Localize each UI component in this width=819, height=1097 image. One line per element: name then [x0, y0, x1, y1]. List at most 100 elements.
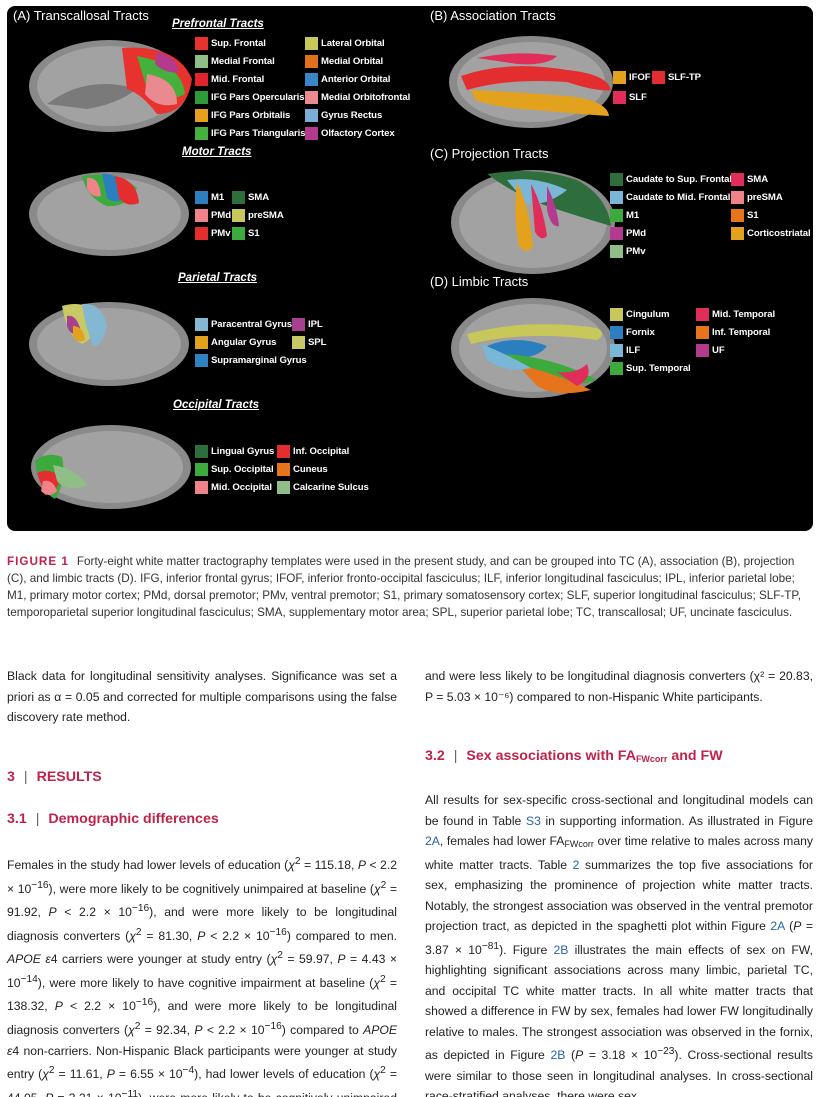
figure-2a-link-2[interactable]: 2A — [770, 919, 785, 933]
legend-item: IPL — [292, 317, 323, 331]
legend-item: UF — [696, 343, 725, 357]
section-3-1-heading: 3.1|Demographic differences — [7, 811, 219, 827]
legend-item: SMA — [731, 172, 768, 186]
legend-item: PMd — [195, 208, 231, 222]
legend-swatch — [195, 108, 208, 122]
legend-item: Fornix — [610, 325, 655, 339]
legend-swatch — [195, 126, 208, 140]
legend-item: PMv — [610, 244, 646, 258]
legend-swatch — [195, 480, 208, 494]
brain-motor — [29, 172, 189, 256]
legend-swatch — [195, 54, 208, 68]
legend-swatch — [305, 126, 318, 140]
legend-swatch — [610, 343, 623, 357]
legend-swatch — [731, 172, 744, 186]
legend-item: Caudate to Sup. Frontal — [610, 172, 732, 186]
legend-swatch — [292, 335, 305, 349]
legend-item: Angular Gyrus — [195, 335, 276, 349]
legend-swatch — [232, 208, 245, 222]
legend-item: IFOF — [613, 70, 651, 84]
legend-item: Cuneus — [277, 462, 328, 476]
brain-prefrontal — [29, 40, 192, 132]
brain-parietal — [29, 302, 189, 386]
table-2-link[interactable]: 2 — [572, 857, 580, 872]
legend-item: Inf. Occipital — [277, 444, 349, 458]
figure-1: (A) Transcallosal Tracts Prefrontal Trac… — [7, 6, 813, 531]
legend-swatch — [696, 307, 709, 321]
legend-swatch — [305, 54, 318, 68]
legend-swatch — [195, 190, 208, 204]
legend-item: IFG Pars Opercularis — [195, 90, 305, 104]
legend-item: M1 — [610, 208, 639, 222]
legend-swatch — [277, 462, 290, 476]
legend-swatch — [195, 335, 208, 349]
legend-item: Lateral Orbital — [305, 36, 385, 50]
legend-swatch — [292, 317, 305, 331]
legend-item: Mid. Occipital — [195, 480, 272, 494]
legend-swatch — [232, 190, 245, 204]
legend-item: SPL — [292, 335, 326, 349]
legend-swatch — [610, 208, 623, 222]
legend-item: Medial Orbitofrontal — [305, 90, 410, 104]
legend-item: PMd — [610, 226, 646, 240]
legend-swatch — [610, 307, 623, 321]
brain-occipital — [31, 425, 191, 509]
legend-swatch — [731, 208, 744, 222]
legend-swatch — [195, 90, 208, 104]
panel-a-label: (A) Transcallosal Tracts — [13, 8, 149, 23]
legend-swatch — [277, 444, 290, 458]
legend-item: Sup. Frontal — [195, 36, 266, 50]
legend-swatch — [731, 226, 744, 240]
table-s3-link[interactable]: S3 — [525, 813, 541, 828]
legend-swatch — [610, 190, 623, 204]
figure-2b-link[interactable]: 2B — [553, 942, 569, 957]
legend-item: Anterior Orbital — [305, 72, 390, 86]
left-intro-paragraph: Black data for longitudinal sensitivity … — [7, 669, 397, 724]
figure-2b-link-2[interactable]: 2B — [550, 1048, 566, 1063]
legend-swatch — [305, 90, 318, 104]
legend-item: Lingual Gyrus — [195, 444, 274, 458]
legend-swatch — [610, 244, 623, 258]
legend-item: Paracentral Gyrus — [195, 317, 292, 331]
motor-subtitle: Motor Tracts — [182, 146, 252, 158]
parietal-subtitle: Parietal Tracts — [178, 272, 258, 284]
legend-item: Inf. Temporal — [696, 325, 770, 339]
figure-2a-link[interactable]: 2A — [425, 834, 440, 848]
legend-item: Medial Orbital — [305, 54, 383, 68]
legend-item: Mid. Temporal — [696, 307, 775, 321]
legend-swatch — [195, 226, 208, 240]
legend-item: preSMA — [731, 190, 783, 204]
legend-swatch — [305, 36, 318, 50]
legend-swatch — [613, 90, 626, 104]
legend-swatch — [277, 480, 290, 494]
sex-associations-paragraph: All results for sex-specific cross-secti… — [425, 793, 813, 1097]
legend-item: IFG Pars Orbitalis — [195, 108, 290, 122]
legend-swatch — [195, 353, 208, 367]
legend-item: Sup. Temporal — [610, 361, 691, 375]
right-intro-paragraph: and were less likely to be longitudinal … — [425, 669, 813, 704]
legend-swatch — [195, 444, 208, 458]
legend-swatch — [305, 108, 318, 122]
panel-b-label: (B) Association Tracts — [430, 8, 556, 23]
legend-item: Medial Frontal — [195, 54, 275, 68]
legend-swatch — [305, 72, 318, 86]
legend-swatch — [195, 36, 208, 50]
legend-item: Corticostriatal — [731, 226, 811, 240]
demographics-paragraph: Females in the study had lower levels of… — [7, 856, 397, 1097]
legend-item: SMA — [232, 190, 269, 204]
legend-item: M1 — [195, 190, 224, 204]
legend-swatch — [696, 325, 709, 339]
legend-item: SLF — [613, 90, 647, 104]
section-3-heading: 3|RESULTS — [7, 769, 102, 785]
legend-swatch — [195, 462, 208, 476]
legend-item: SLF-TP — [652, 70, 701, 84]
legend-item: Calcarine Sulcus — [277, 480, 369, 494]
legend-swatch — [696, 343, 709, 357]
legend-item: IFG Pars Triangularis — [195, 126, 306, 140]
legend-item: Supramarginal Gyrus — [195, 353, 307, 367]
prefrontal-subtitle: Prefrontal Tracts — [172, 18, 264, 30]
legend-item: preSMA — [232, 208, 284, 222]
legend-swatch — [610, 226, 623, 240]
legend-item: Sup. Occipital — [195, 462, 274, 476]
